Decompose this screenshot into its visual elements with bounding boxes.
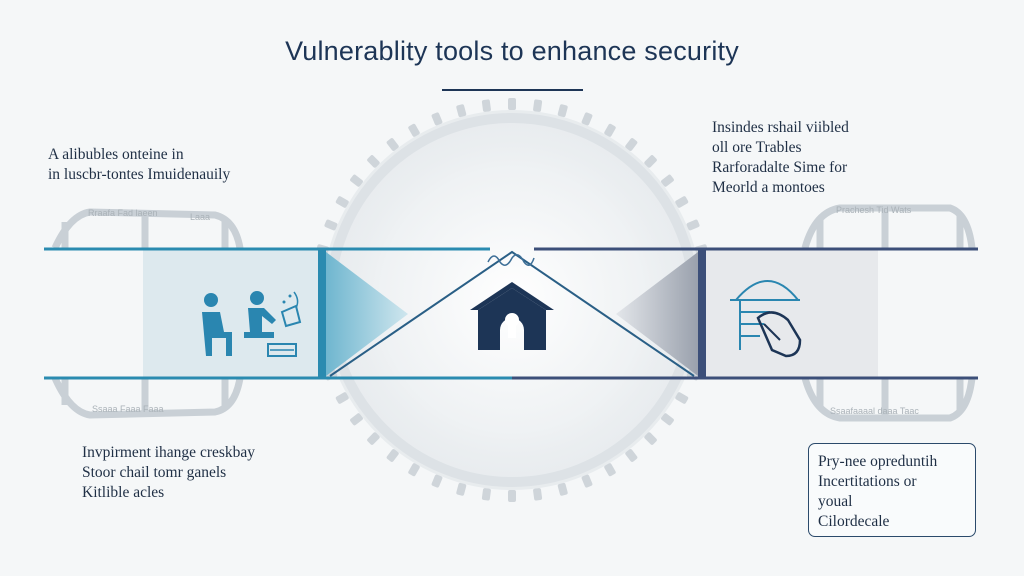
gear-tooth: [661, 174, 674, 187]
left-bridge-top: [51, 208, 244, 250]
right-bottom-line: Incertitations or: [818, 473, 917, 490]
gear-tooth: [350, 413, 363, 426]
gear-tooth: [581, 112, 593, 126]
right-top-line: Rarforadalte Sime for: [712, 159, 848, 176]
left-top-line: in luscbr-tontes Imuidenauily: [48, 166, 231, 183]
gear-tooth: [456, 104, 467, 118]
left-top-text: A alibubles onteine in in luscbr-tontes …: [48, 145, 230, 185]
left-funnel: [326, 252, 408, 376]
left-bottom-line: Kitlible acles: [82, 484, 165, 501]
left-bottom-text: Invpirment ihange creskbay Stoor chail t…: [82, 443, 255, 503]
bridge-label-left-top-small: Laaa: [190, 212, 210, 222]
right-panel: [706, 250, 878, 378]
gear-tooth: [581, 474, 593, 488]
right-bottom-callout-box: [808, 443, 976, 537]
gear-tooth: [508, 98, 516, 110]
right-funnel: [616, 252, 698, 376]
title-underline: [442, 89, 583, 91]
left-bridge-bottom: [51, 376, 244, 419]
gear-tooth: [625, 449, 638, 462]
gear-tooth: [604, 463, 616, 477]
people-at-computer-icon: [202, 291, 302, 357]
gear-tooth: [408, 123, 420, 137]
gear-tooth: [367, 432, 380, 445]
gear-tooth: [481, 99, 491, 112]
horizontal-rails: [44, 247, 978, 380]
gear-tooth: [431, 474, 443, 488]
right-bottom-line: Pry-nee opreduntih: [818, 453, 938, 470]
left-bottom-line: Stoor chail tomr ganels: [82, 464, 227, 481]
right-panel-edge: [698, 250, 706, 378]
bridge-label-left-top: Rraafa Fad laeen: [88, 208, 158, 218]
gear-tooth: [686, 219, 700, 231]
center-roof-outline: [329, 250, 695, 377]
right-top-line: Insindes rshail viibled: [712, 119, 849, 136]
gear-tooth: [335, 196, 349, 208]
page-title: Vulnerablity tools to enhance security: [285, 36, 739, 66]
gear-tooth: [533, 488, 543, 501]
bridge-label-right-top: Prachesh Tid Wats: [836, 205, 912, 215]
gear-tooth: [386, 449, 399, 462]
house-lock-icon: [470, 282, 554, 350]
bridge-label-right-bottom: Ssaafaaaal daaa Taac: [830, 406, 919, 416]
gear-tooth: [335, 392, 349, 404]
gear-tooth: [675, 196, 689, 208]
right-top-text: Insindes rshail viibled oll ore Trables …: [712, 118, 849, 198]
gear-tooth: [661, 413, 674, 426]
gear-tooth: [386, 138, 399, 151]
right-bottom-text: Pry-nee opreduntih Incertitations or you…: [818, 452, 937, 532]
gear-tooth: [675, 392, 689, 404]
gear-tooth: [431, 112, 443, 126]
right-bridge-bottom: [801, 376, 976, 422]
gear-tooth: [644, 432, 657, 445]
right-bridge-top: [801, 204, 976, 250]
left-top-line: A alibubles onteine in: [48, 146, 184, 163]
left-panel: [143, 250, 318, 378]
gear-tooth: [625, 138, 638, 151]
hand-on-document-icon: [730, 280, 802, 358]
gear-tooth: [533, 99, 543, 112]
right-bottom-line: Cilordecale: [818, 513, 890, 530]
gear-tooth: [644, 155, 657, 168]
gear-tooth: [367, 155, 380, 168]
gear-tooth: [456, 482, 467, 496]
right-top-line: oll ore Trables: [712, 139, 802, 156]
gear-tooth: [508, 490, 516, 502]
gear-tooth: [408, 463, 420, 477]
gear-tooth: [481, 488, 491, 501]
left-bottom-line: Invpirment ihange creskbay: [82, 444, 256, 461]
gear-tooth: [350, 174, 363, 187]
bridge-label-left-bottom: Ssaaa Faaa Faaa: [92, 404, 164, 414]
right-bottom-line: youal: [818, 493, 853, 510]
apex-squiggle: [487, 254, 535, 266]
gear-tooth: [557, 104, 568, 118]
right-top-line: Meorld a montoes: [712, 179, 825, 196]
left-panel-edge: [318, 250, 326, 378]
gear-tooth: [604, 123, 616, 137]
gear-tooth: [557, 482, 568, 496]
gear-tooth: [324, 219, 338, 231]
